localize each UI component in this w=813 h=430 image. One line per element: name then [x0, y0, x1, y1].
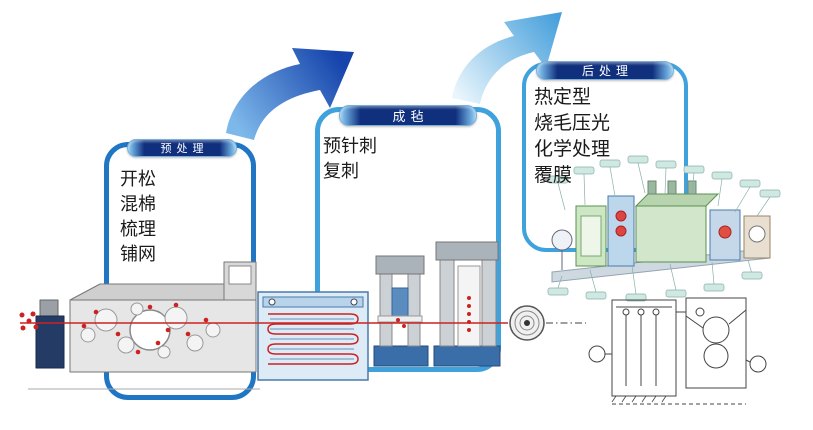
process-step: 铺网: [120, 244, 156, 265]
felting-step-list: 预针刺 复刺: [323, 134, 377, 184]
process-step: 化学处理: [534, 138, 611, 160]
process-step: 开松: [120, 169, 156, 190]
process-step: 混棉: [120, 194, 156, 215]
wound-felt-roll-illustration: [509, 305, 545, 341]
preprocess-step-list: 开松 混棉 梳理 铺网: [120, 167, 156, 267]
process-step: 热定型: [534, 86, 592, 108]
process-step: 烧毛压光: [534, 112, 611, 134]
stage-header-postprocess: 后处理: [536, 61, 674, 80]
stage-header-preprocess: 预处理: [127, 139, 237, 157]
process-step: 覆膜: [534, 164, 573, 186]
process-step: 复刺: [323, 161, 359, 182]
stage-title-felting: 成毡: [392, 110, 429, 125]
process-step: 预针刺: [323, 136, 377, 157]
postprocess-step-list: 热定型 烧毛压光 化学处理 覆膜: [534, 84, 610, 188]
stage-title-preprocess: 预处理: [160, 142, 209, 155]
finishing-schematic-drawing: [588, 297, 767, 405]
process-step: 梳理: [120, 219, 156, 240]
stage-title-postprocess: 后处理: [581, 64, 633, 78]
stage-header-felting: 成毡: [339, 105, 477, 126]
